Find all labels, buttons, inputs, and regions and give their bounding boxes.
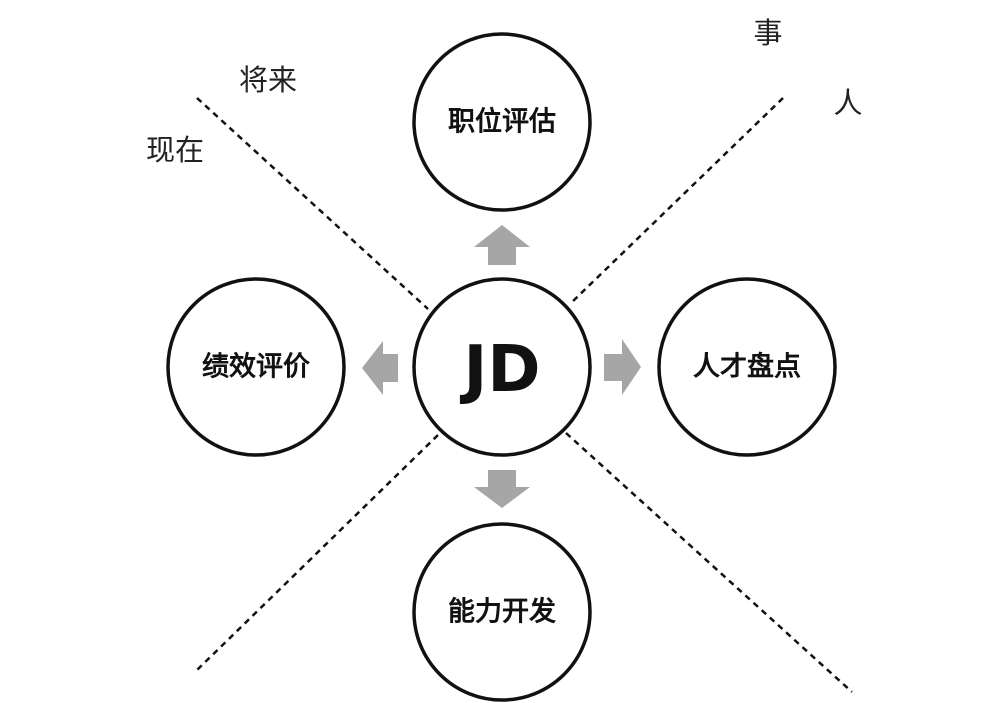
dashed-line-bottom-right bbox=[565, 432, 853, 693]
label-matter: 事 bbox=[753, 16, 782, 50]
node-right-circle bbox=[657, 277, 837, 457]
label-present: 现在 bbox=[146, 133, 204, 167]
dashed-line-bottom-left bbox=[196, 434, 439, 671]
dashed-line-top-left bbox=[196, 97, 429, 310]
label-people: 人 bbox=[833, 86, 862, 120]
center-label: JD bbox=[460, 333, 541, 407]
node-left-label: 绩效评价 bbox=[202, 352, 311, 383]
node-bottom-label: 能力开发 bbox=[448, 596, 556, 628]
label-future: 将来 bbox=[239, 63, 297, 97]
arrow-right bbox=[604, 339, 641, 395]
dashed-line-top-right bbox=[570, 97, 784, 304]
arrow-up bbox=[474, 225, 530, 265]
center-circle bbox=[412, 277, 592, 457]
arrow-left bbox=[362, 341, 398, 395]
node-top-circle bbox=[412, 32, 592, 212]
node-bottom-circle bbox=[412, 522, 592, 702]
node-top-label: 职位评估 bbox=[448, 106, 556, 138]
node-right-label: 人才盘点 bbox=[693, 351, 801, 383]
node-left-circle bbox=[166, 277, 346, 457]
arrow-down bbox=[474, 470, 530, 508]
